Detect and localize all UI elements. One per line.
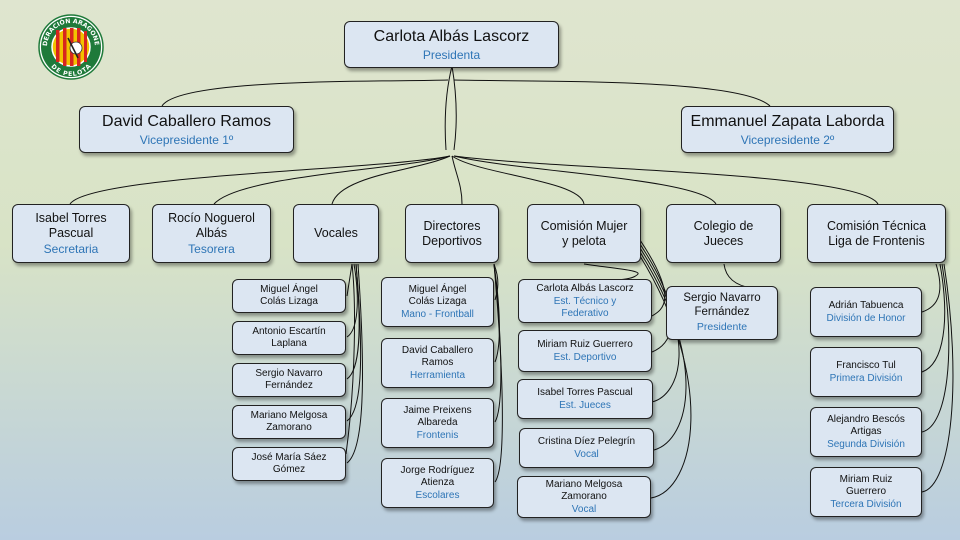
president-role: Presidenta — [422, 47, 481, 62]
director-member-role: Herramienta — [409, 369, 466, 381]
comision-mujer-member-name: Miriam Ruiz Guerrero — [537, 338, 633, 350]
director-member-box: Jorge Rodríguez Atienza Escolares — [381, 458, 494, 508]
colegio-box: Colegio de Jueces — [666, 204, 781, 263]
tesorera-name: Rocío Noguerol Albás — [168, 210, 255, 240]
vocal-member-box: José María Sáez Gómez — [232, 447, 346, 481]
comision-tecnica-member-box: Alejandro Bescós Artigas Segunda Divisió… — [810, 407, 922, 457]
comision-tecnica-title: Comisión Técnica Liga de Frontenis — [826, 218, 927, 248]
vp2-role: Vicepresidente 2º — [740, 132, 835, 147]
comision-mujer-box: Comisión Mujer y pelota — [527, 204, 641, 263]
vp2-box: Emmanuel Zapata Laborda Vicepresidente 2… — [681, 106, 894, 153]
colegio-title: Colegio de Jueces — [693, 218, 754, 248]
comision-mujer-member-role: Est. Jueces — [559, 399, 611, 411]
comision-mujer-member-box: Isabel Torres Pascual Est. Jueces — [517, 379, 653, 419]
president-box: Carlota Albás Lascorz Presidenta — [344, 21, 559, 68]
secretaria-box: Isabel Torres Pascual Secretaria — [12, 204, 130, 263]
director-member-role: Frontenis — [416, 429, 459, 441]
comision-mujer-member-role: Vocal — [574, 448, 599, 460]
director-member-role: Mano - Frontball — [401, 308, 474, 320]
directores-box: Directores Deportivos — [405, 204, 499, 263]
comision-mujer-member-role: Est. Deportivo — [553, 351, 617, 363]
comision-mujer-member-name: Mariano Melgosa Zamorano — [545, 478, 623, 502]
vp2-name: Emmanuel Zapata Laborda — [690, 112, 885, 130]
comision-tecnica-member-box: Francisco Tul Primera División — [810, 347, 922, 397]
director-member-name: Jorge Rodríguez Atienza — [400, 464, 475, 488]
director-member-name: Jaime Preixens Albareda — [403, 404, 472, 428]
comision-mujer-member-name: Carlota Albás Lascorz — [536, 282, 634, 294]
comision-tecnica-member-role: Primera División — [829, 372, 903, 384]
comision-mujer-title: Comisión Mujer y pelota — [540, 218, 628, 248]
president-name: Carlota Albás Lascorz — [373, 27, 530, 45]
vocal-member-box: Miguel Ángel Colás Lizaga — [232, 279, 346, 313]
vocal-member-box: Antonio Escartín Laplana — [232, 321, 346, 355]
vp1-box: David Caballero Ramos Vicepresidente 1º — [79, 106, 294, 153]
comision-tecnica-member-role: Segunda División — [827, 438, 905, 450]
comision-mujer-member-box: Miriam Ruiz Guerrero Est. Deportivo — [518, 330, 652, 372]
secretaria-name: Isabel Torres Pascual — [35, 210, 107, 240]
comision-tecnica-member-box: Adrián Tabuenca División de Honor — [810, 287, 922, 337]
vocal-member-name: Antonio Escartín Laplana — [252, 326, 326, 349]
comision-mujer-member-box: Mariano Melgosa Zamorano Vocal — [517, 476, 651, 518]
comision-tecnica-box: Comisión Técnica Liga de Frontenis — [807, 204, 946, 263]
comision-mujer-member-box: Cristina Díez Pelegrín Vocal — [519, 428, 654, 468]
director-member-name: Miguel Ángel Colás Lizaga — [408, 283, 467, 307]
vocales-title: Vocales — [314, 226, 358, 240]
vocal-member-box: Mariano Melgosa Zamorano — [232, 405, 346, 439]
director-member-box: David Caballero Ramos Herramienta — [381, 338, 494, 388]
tesorera-box: Rocío Noguerol Albás Tesorera — [152, 204, 271, 263]
comision-mujer-member-role: Vocal — [571, 503, 597, 515]
vp1-role: Vicepresidente 1º — [139, 132, 234, 147]
comision-tecnica-member-name: Alejandro Bescós Artigas — [827, 413, 905, 437]
secretaria-role: Secretaria — [43, 241, 99, 256]
comision-tecnica-member-name: Adrián Tabuenca — [828, 299, 904, 311]
comision-tecnica-member-name: Francisco Tul — [836, 359, 896, 371]
tesorera-role: Tesorera — [188, 241, 235, 256]
federation-logo-icon: FEDERACIÓN ARAGONESA DE PELOTA — [38, 14, 104, 80]
director-member-box: Miguel Ángel Colás Lizaga Mano - Frontba… — [381, 277, 494, 327]
comision-mujer-member-role: Est. Técnico y Federativo — [553, 295, 617, 319]
vocal-member-name: Miguel Ángel Colás Lizaga — [260, 284, 318, 307]
comision-mujer-member-name: Cristina Díez Pelegrín — [537, 435, 636, 447]
director-member-name: David Caballero Ramos — [401, 344, 474, 368]
colegio-member-box: Sergio Navarro Fernández Presidente — [666, 286, 778, 340]
comision-mujer-member-box: Carlota Albás Lascorz Est. Técnico y Fed… — [518, 279, 652, 323]
vocal-member-box: Sergio Navarro Fernández — [232, 363, 346, 397]
director-member-box: Jaime Preixens Albareda Frontenis — [381, 398, 494, 448]
comision-tecnica-member-role: Tercera División — [830, 498, 902, 510]
comision-tecnica-member-role: División de Honor — [826, 312, 906, 324]
vocal-member-name: Mariano Melgosa Zamorano — [250, 410, 328, 433]
vocal-member-name: Sergio Navarro Fernández — [255, 368, 323, 391]
colegio-member-name: Sergio Navarro Fernández — [683, 292, 761, 319]
comision-tecnica-member-box: Miriam Ruiz Guerrero Tercera División — [810, 467, 922, 517]
directores-title: Directores Deportivos — [422, 218, 482, 248]
comision-tecnica-member-name: Miriam Ruiz Guerrero — [839, 473, 893, 497]
comision-mujer-member-name: Isabel Torres Pascual — [537, 386, 633, 398]
vp1-name: David Caballero Ramos — [102, 112, 271, 130]
director-member-role: Escolares — [415, 489, 460, 501]
colegio-member-role: Presidente — [696, 321, 748, 333]
vocal-member-name: José María Sáez Gómez — [251, 452, 327, 475]
vocales-box: Vocales — [293, 204, 379, 263]
